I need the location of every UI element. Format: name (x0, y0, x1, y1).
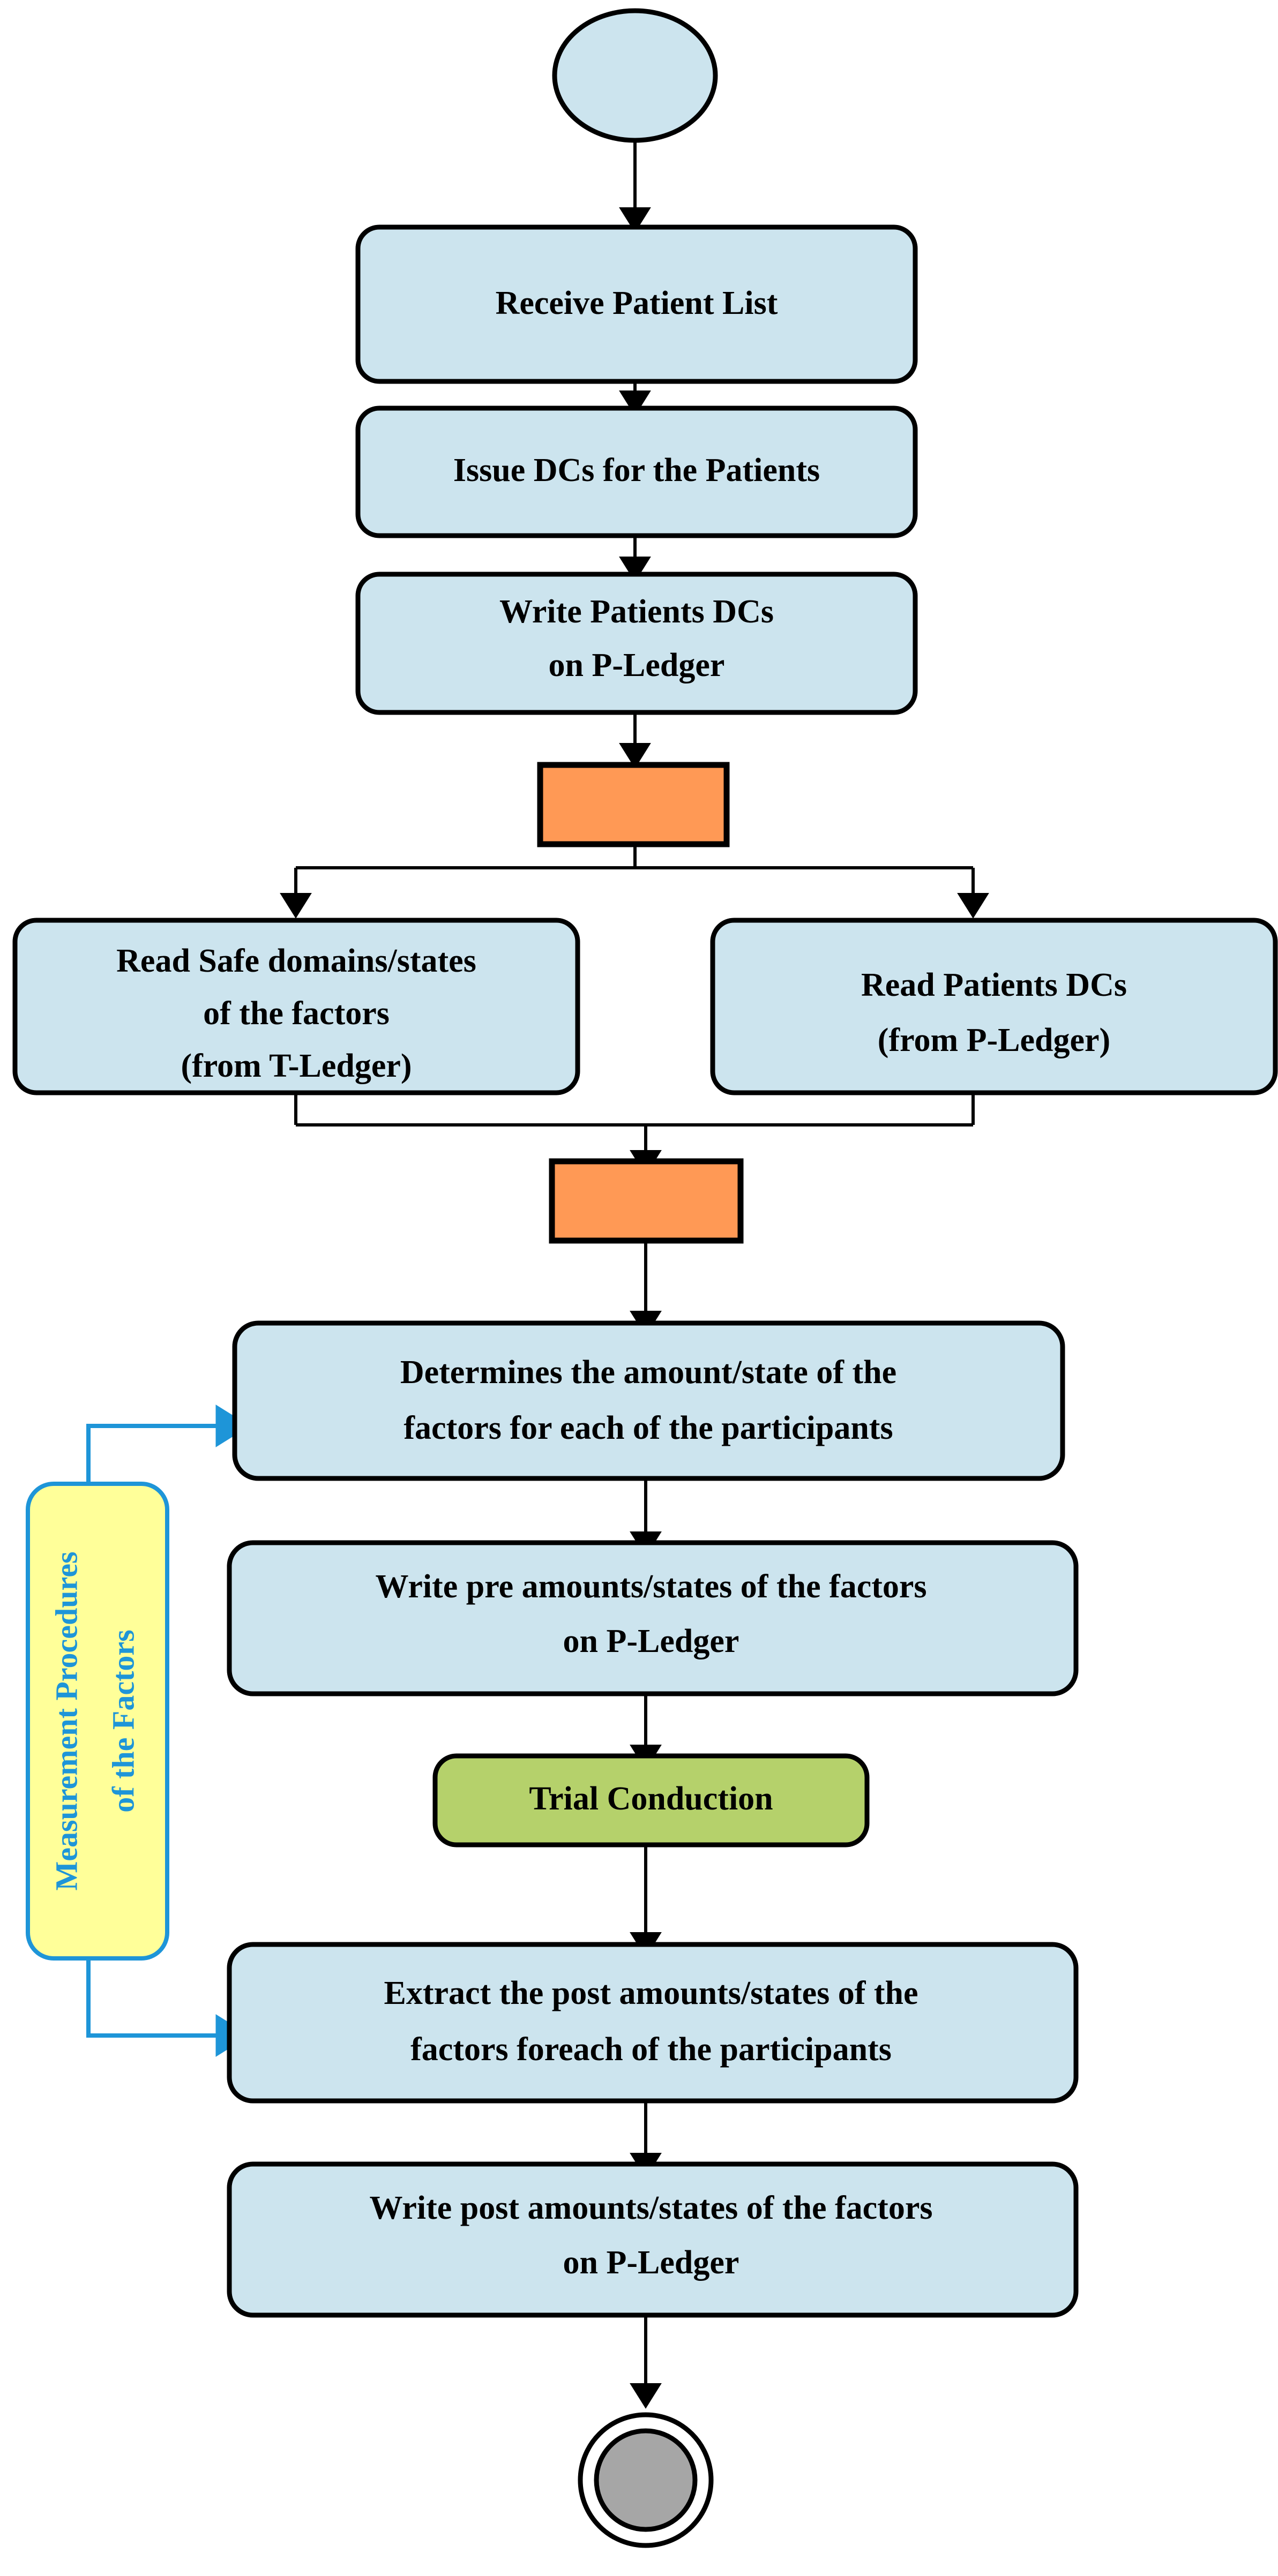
read-safe-domains-box[interactable] (12, 918, 580, 1095)
node-determines-amount[interactable]: Determines the amount/state of the facto… (232, 1320, 1065, 1481)
write-pre-amounts-label-line1: Write pre amounts/states of the factors (375, 1568, 926, 1605)
measurement-note-box[interactable] (26, 1482, 169, 1961)
write-post-amounts-box[interactable] (227, 2161, 1079, 2318)
join-bar[interactable] (549, 1158, 744, 1244)
determines-amount-label-line1: Determines the amount/state of the (400, 1354, 896, 1391)
trial-conduction-box[interactable] (432, 1753, 870, 1847)
write-pre-amounts-label-line2: on P-Ledger (563, 1623, 739, 1659)
read-patients-dcs-box[interactable] (710, 918, 1278, 1095)
receive-patient-list-box[interactable] (355, 224, 918, 384)
read-patients-dcs-label-line1: Read Patients DCs (861, 967, 1127, 1003)
edge-note-to-determines (86, 1405, 250, 1484)
node-read-safe-domains[interactable]: Read Safe domains/states of the factors … (12, 918, 580, 1095)
write-patients-dcs-label-line1: Write Patients DCs (499, 594, 774, 630)
extract-post-amounts-box[interactable] (227, 1942, 1079, 2104)
read-safe-domains-label-line2: of the factors (203, 995, 390, 1032)
start-node[interactable] (552, 8, 718, 143)
extract-post-amounts-label-line1: Extract the post amounts/states of the (384, 1975, 918, 2011)
node-read-patients-dcs[interactable]: Read Patients DCs (from P-Ledger) (710, 918, 1278, 1095)
trial-conduction-label: Trial Conduction (529, 1781, 773, 1817)
write-patients-dcs-box[interactable] (355, 572, 918, 715)
node-write-pre-amounts[interactable]: Write pre amounts/states of the factors … (227, 1540, 1079, 1696)
measurement-note-label-line2: of the Factors (106, 1629, 140, 1812)
node-write-post-amounts[interactable]: Write post amounts/states of the factors… (227, 2161, 1079, 2318)
final-node-inner-circle[interactable] (594, 2428, 698, 2532)
node-trial-conduction[interactable]: Trial Conduction (432, 1753, 870, 1847)
receive-patient-list-label: Receive Patient List (496, 285, 778, 321)
write-post-amounts-label-line2: on P-Ledger (563, 2244, 739, 2281)
write-post-amounts-label-line1: Write post amounts/states of the factors (370, 2190, 933, 2226)
issue-dcs-label: Issue DCs for the Patients (453, 452, 820, 489)
node-issue-dcs[interactable]: Issue DCs for the Patients (355, 405, 918, 538)
determines-amount-label-line2: factors for each of the participants (403, 1410, 893, 1446)
determines-amount-box[interactable] (232, 1320, 1065, 1481)
node-receive-patient-list[interactable]: Receive Patient List (355, 224, 918, 384)
edge-note-to-extract (86, 1958, 250, 2057)
read-patients-dcs-label-line2: (from P-Ledger) (878, 1022, 1110, 1058)
node-write-patients-dcs[interactable]: Write Patients DCs on P-Ledger (355, 572, 918, 715)
initial-node-circle[interactable] (552, 8, 718, 143)
extract-post-amounts-label-line2: factors foreach of the participants (410, 2031, 892, 2068)
read-safe-domains-label-line1: Read Safe domains/states (116, 943, 476, 979)
end-node[interactable] (578, 2412, 714, 2548)
fork-bar[interactable] (537, 762, 730, 847)
node-extract-post-amounts[interactable]: Extract the post amounts/states of the f… (227, 1942, 1079, 2104)
measurement-note-label-line1: Measurement Procedures (49, 1551, 84, 1890)
read-safe-domains-label-line3: (from T-Ledger) (181, 1048, 412, 1084)
flow-edges (86, 141, 989, 2409)
measurement-procedures-note[interactable]: Measurement Procedures of the Factors (26, 1482, 169, 1961)
join-bar-rect[interactable] (549, 1158, 744, 1244)
issue-dcs-box[interactable] (355, 405, 918, 538)
write-patients-dcs-label-line2: on P-Ledger (549, 647, 725, 684)
fork-bar-rect[interactable] (537, 762, 730, 847)
write-pre-amounts-box[interactable] (227, 1540, 1079, 1696)
